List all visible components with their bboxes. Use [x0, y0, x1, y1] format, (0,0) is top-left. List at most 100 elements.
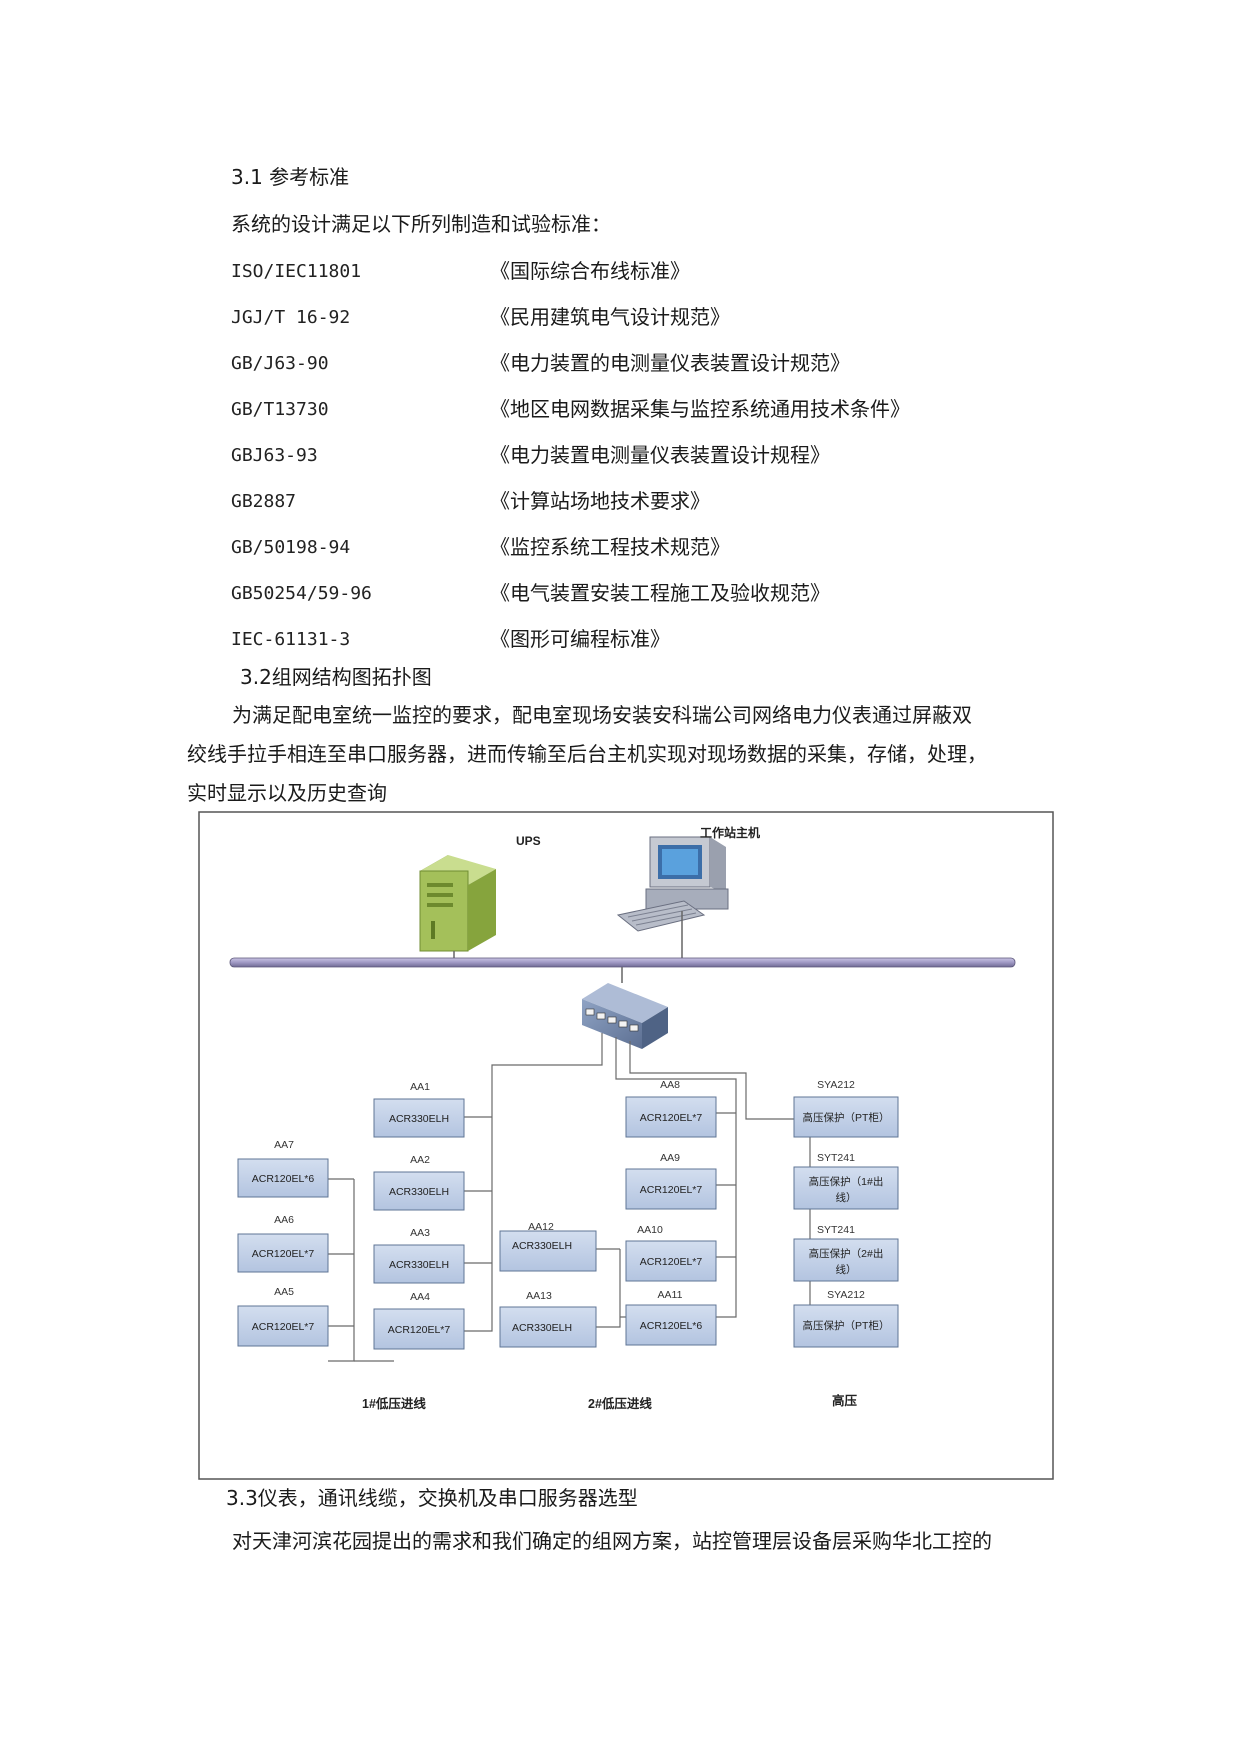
- network-topology-diagram: UPS 工作站主机: [198, 811, 1054, 1480]
- device-tag: AA2: [410, 1154, 430, 1166]
- device-model: ACR330ELH: [512, 1240, 572, 1252]
- device-model: ACR330ELH: [389, 1186, 449, 1198]
- group-label-low2: 2#低压进线: [588, 1396, 652, 1411]
- standard-code: GB2887: [231, 491, 297, 512]
- device-tag: AA7: [274, 1139, 294, 1151]
- workstation-label: 工作站主机: [700, 825, 760, 840]
- device-SYA212-bottom: SYA212 高压保护（PT柜）: [793, 1289, 899, 1348]
- device-model: ACR120EL*7: [640, 1256, 703, 1268]
- standard-code: GB50254/59-96: [231, 583, 372, 604]
- device-box: [625, 1096, 717, 1138]
- device-tag: SYT241: [817, 1152, 855, 1164]
- device-box: [793, 1096, 899, 1138]
- device-model-line-2: 线）: [836, 1263, 857, 1276]
- section-3-2-line-1: 为满足配电室统一监控的要求，配电室现场安装安科瑞公司网络电力仪表通过屏蔽双: [232, 703, 972, 727]
- diagram-frame: [198, 811, 1054, 1480]
- device-tag: SYA212: [817, 1079, 855, 1091]
- device-box: [237, 1233, 329, 1273]
- workstation-computer-icon: [616, 836, 729, 961]
- device-box: [237, 1305, 329, 1347]
- device-tag: AA13: [526, 1290, 552, 1302]
- section-3-3-paragraph: 对天津河滨花园提出的需求和我们确定的组网方案，站控管理层设备层采购华北工控的: [232, 1529, 992, 1553]
- device-SYT241-out2: SYT241 高压保护（2#出 线）: [793, 1224, 899, 1282]
- device-box: [793, 1238, 899, 1282]
- standard-title: 《电力装置电测量仪表装置设计规程》: [490, 443, 830, 467]
- device-model: ACR120EL*7: [252, 1321, 315, 1333]
- device-AA3: AA3 ACR330ELH: [373, 1227, 465, 1284]
- device-SYT241-out1: SYT241 高压保护（1#出 线）: [793, 1152, 899, 1210]
- section-3-3-heading: 3.3仪表，通讯线缆，交换机及串口服务器选型: [226, 1486, 638, 1510]
- device-tag: AA11: [658, 1289, 683, 1301]
- device-AA13: AA13 ACR330ELH: [499, 1290, 597, 1348]
- standard-title: 《电力装置的电测量仪表装置设计规范》: [490, 351, 850, 375]
- standard-title: 《监控系统工程技术规范》: [490, 535, 730, 559]
- device-model: ACR330ELH: [389, 1259, 449, 1271]
- standard-title: 《图形可编程标准》: [490, 627, 670, 651]
- device-tag: AA1: [410, 1081, 430, 1093]
- device-tag: AA10: [637, 1224, 663, 1236]
- device-AA5: AA5 ACR120EL*7: [237, 1286, 329, 1347]
- device-model-line-1: 高压保护（2#出: [809, 1247, 884, 1260]
- device-tag: AA9: [660, 1152, 680, 1164]
- device-AA1: AA1 ACR330ELH: [373, 1081, 465, 1138]
- ethernet-bus: [229, 957, 1016, 968]
- device-box: [237, 1158, 329, 1198]
- device-model: ACR330ELH: [512, 1322, 572, 1334]
- device-AA12: AA12 ACR330ELH: [499, 1221, 597, 1272]
- section-3-2-heading: 3.2组网结构图拓扑图: [240, 665, 432, 689]
- standard-code: GB/50198-94: [231, 537, 351, 558]
- device-box: [793, 1166, 899, 1210]
- device-tag: AA8: [660, 1079, 680, 1091]
- device-tag: AA6: [274, 1214, 294, 1226]
- device-box: [625, 1168, 717, 1210]
- device-model: ACR120EL*6: [640, 1320, 703, 1332]
- device-model: ACR120EL*7: [640, 1112, 703, 1124]
- device-box: [373, 1244, 465, 1284]
- ups-label: UPS: [516, 834, 541, 848]
- standard-code: GB/T13730: [231, 399, 329, 420]
- device-model-line-1: 高压保护（1#出: [809, 1175, 884, 1188]
- device-box: [625, 1240, 717, 1282]
- device-model: ACR120EL*7: [252, 1248, 315, 1260]
- section-3-2-line-3: 实时显示以及历史查询: [187, 781, 387, 805]
- device-tag: AA3: [410, 1227, 430, 1239]
- device-AA2: AA2 ACR330ELH: [373, 1154, 465, 1211]
- standard-code: GBJ63-93: [231, 445, 318, 466]
- device-tag: AA12: [528, 1221, 554, 1233]
- device-model: ACR120EL*6: [252, 1173, 315, 1185]
- device-AA9: AA9 ACR120EL*7: [625, 1152, 717, 1210]
- device-box: [373, 1098, 465, 1138]
- standard-title: 《民用建筑电气设计规范》: [490, 305, 730, 329]
- ups-server-icon: [419, 855, 496, 961]
- network-switch-icon: [582, 983, 668, 1049]
- group-label-low1: 1#低压进线: [362, 1396, 426, 1411]
- device-model: 高压保护（PT柜）: [803, 1319, 890, 1332]
- device-box: [499, 1306, 597, 1348]
- device-AA7: AA7 ACR120EL*6: [237, 1139, 329, 1198]
- device-tag: AA5: [274, 1286, 294, 1298]
- device-tag: AA4: [410, 1291, 430, 1303]
- device-box: [793, 1304, 899, 1348]
- standard-code: GB/J63-90: [231, 353, 329, 374]
- device-model: ACR120EL*7: [388, 1324, 451, 1336]
- device-SYA212-top: SYA212 高压保护（PT柜）: [793, 1079, 899, 1138]
- standard-title: 《电气装置安装工程施工及验收规范》: [490, 581, 830, 605]
- section-3-1-intro: 系统的设计满足以下所列制造和试验标准：: [231, 212, 611, 236]
- device-box: [625, 1304, 717, 1346]
- device-model: 高压保护（PT柜）: [803, 1111, 890, 1124]
- device-model: ACR120EL*7: [640, 1184, 703, 1196]
- standard-title: 《国际综合布线标准》: [490, 259, 690, 283]
- device-AA4: AA4 ACR120EL*7: [373, 1291, 465, 1350]
- group-label-high: 高压: [832, 1393, 858, 1408]
- device-box: [499, 1230, 597, 1272]
- device-AA8: AA8 ACR120EL*7: [625, 1079, 717, 1138]
- device-model-line-2: 线）: [836, 1191, 857, 1204]
- standard-code: IEC-61131-3: [231, 629, 351, 650]
- device-AA6: AA6 ACR120EL*7: [237, 1214, 329, 1273]
- device-AA11: AA11 ACR120EL*6: [625, 1289, 717, 1346]
- device-box: [373, 1171, 465, 1211]
- section-3-1-heading: 3.1 参考标准: [231, 165, 350, 189]
- standard-code: JGJ/T 16-92: [231, 307, 351, 328]
- device-tag: SYA212: [827, 1289, 865, 1301]
- standard-code: ISO/IEC11801: [231, 261, 362, 282]
